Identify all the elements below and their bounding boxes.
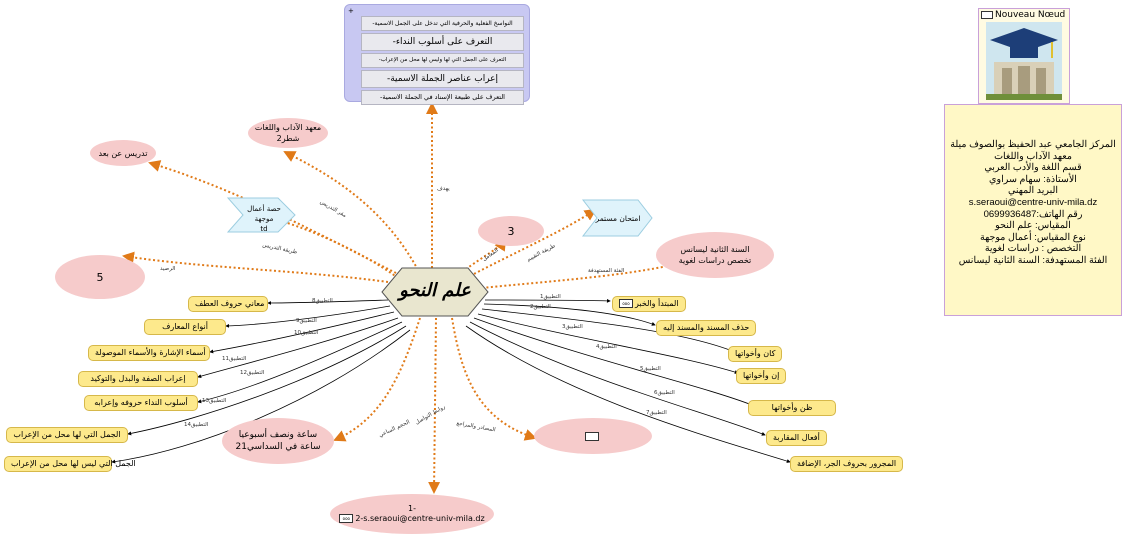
edge-label-target: الفئة المستهدفة bbox=[588, 268, 625, 274]
info-line: التخصص : دراسات لغوية bbox=[984, 243, 1082, 255]
left-item[interactable]: أسلوب النداء حروفه وإعرابه bbox=[84, 395, 198, 411]
node-icon bbox=[981, 10, 993, 19]
link-icon[interactable]: ooo bbox=[339, 514, 354, 523]
info-line: الفئة المستهدفة: السنة الثانية ليسانس bbox=[958, 254, 1108, 266]
edge-label-right: التطبيق1 bbox=[540, 294, 561, 300]
edge-label-right: التطبيق6 bbox=[654, 390, 675, 396]
td-chevron bbox=[226, 197, 296, 233]
edge-label-right: التطبيق2 bbox=[530, 304, 551, 310]
center-hexagon bbox=[381, 267, 489, 317]
goal-item: -التعرف على طبيعة الإسناد في الجملة الاس… bbox=[361, 90, 524, 105]
link-resources bbox=[451, 317, 537, 441]
five-node[interactable]: 5 bbox=[55, 255, 145, 299]
course-info-box[interactable]: المركز الجامعي عبد الحفيظ بوالصوف ميلة م… bbox=[944, 104, 1122, 316]
left-item[interactable]: معاني حروف العطف bbox=[188, 296, 268, 312]
info-line: الأستاذة: سهام سراوي bbox=[989, 173, 1077, 185]
link-icon[interactable]: ooo bbox=[619, 299, 633, 308]
graduation-cap-icon bbox=[986, 22, 1062, 100]
td-node[interactable]: حصة أعمال موجهة td bbox=[247, 205, 281, 233]
edge-label-goal: يهدف bbox=[437, 186, 450, 192]
exam-chevron bbox=[581, 199, 653, 237]
goal-item: -التعرف على أسلوب النداء bbox=[361, 33, 524, 51]
info-line: البريد المهني bbox=[1007, 185, 1059, 197]
link-institute bbox=[283, 151, 419, 271]
info-line: المقياس: علم النحو bbox=[995, 220, 1071, 232]
institute-node[interactable]: معهد الآداب واللغات شطر2 bbox=[248, 118, 328, 148]
edge-label-left: التطبيق12 bbox=[240, 370, 265, 376]
link-five bbox=[122, 251, 389, 283]
edge-label-left: التطبيق8 bbox=[312, 298, 333, 304]
info-line: معهد الآداب واللغات bbox=[994, 150, 1072, 162]
right-item[interactable]: حذف المسند والمسند إليه bbox=[656, 320, 757, 336]
resources-node[interactable] bbox=[534, 418, 652, 454]
exam-node[interactable]: امتحان مستمر bbox=[595, 214, 641, 223]
info-email[interactable]: s.seraoui@centre-univ-mila.dz bbox=[968, 196, 1098, 208]
goal-item: -النواسخ الفعلية والحرفية التي تدخل على … bbox=[361, 16, 524, 31]
left-item[interactable]: أنواع المعارف bbox=[144, 319, 226, 335]
goals-box[interactable]: + -النواسخ الفعلية والحرفية التي تدخل عل… bbox=[344, 4, 530, 105]
right-item[interactable]: المجرور بحروف الجر، الإضافة bbox=[790, 456, 904, 472]
right-item[interactable]: ظن وأخواتها bbox=[748, 400, 836, 416]
edge-label-left: التطبيق11 bbox=[222, 356, 247, 362]
info-line: نوع المقياس: أعمال موجهة bbox=[980, 231, 1086, 243]
edge-label-right: التطبيق5 bbox=[640, 366, 661, 372]
image-title: Nouveau Nœud bbox=[995, 10, 1066, 20]
link-exam bbox=[469, 208, 597, 277]
edge-label-left: التطبيق14 bbox=[184, 422, 209, 428]
info-line: رقم الهاتف:0699936487 bbox=[983, 208, 1083, 220]
info-line: المركز الجامعي عبد الحفيظ بوالصوف ميلة bbox=[950, 139, 1116, 150]
edge-label-right: التطبيق3 bbox=[562, 324, 583, 330]
link-contact bbox=[428, 317, 441, 494]
goal-item: -التعرف على الجمل التي لها وليس لها محل … bbox=[361, 53, 524, 68]
document-icon[interactable] bbox=[585, 431, 599, 441]
info-line: قسم اللغة والأدب العربي bbox=[984, 162, 1082, 174]
expand-icon[interactable]: + bbox=[348, 7, 354, 15]
target-node[interactable]: السنة الثانية ليسانس تخصص دراسات لغوية bbox=[656, 232, 774, 278]
right-item[interactable]: إن وأخواتها bbox=[736, 368, 787, 384]
three-node[interactable]: 3 bbox=[478, 216, 544, 246]
image-node[interactable]: Nouveau Nœud bbox=[978, 8, 1070, 104]
goal-item: -إعراب عناصر الجملة الاسمية bbox=[361, 70, 524, 88]
right-item[interactable]: كان وأخواتها bbox=[728, 346, 783, 362]
edge-label-five: الرصيد bbox=[160, 266, 176, 272]
edge-label-left: التطبيق13 bbox=[202, 398, 227, 404]
center-label[interactable]: علم النحو bbox=[399, 280, 471, 301]
left-item[interactable]: أسماء الإشارة والأسماء الموصولة bbox=[88, 345, 210, 361]
left-item[interactable]: إعراب الصفة والبدل والتوكيد bbox=[78, 371, 198, 387]
link-td bbox=[268, 214, 399, 279]
email-line-1: 1- bbox=[408, 504, 416, 513]
edge-label-right: التطبيق4 bbox=[596, 344, 617, 350]
left-item[interactable]: الجمل التي ليس لها محل من الإعراب bbox=[4, 456, 136, 472]
distance-node[interactable]: تدريس عن بعد bbox=[90, 140, 156, 166]
edge-label-right: التطبيق7 bbox=[646, 410, 667, 416]
edge-label-left: التطبيق10 bbox=[294, 330, 319, 336]
right-item[interactable]: أفعال المقاربة bbox=[766, 430, 827, 446]
left-item[interactable]: الجمل التي لها محل من الإعراب bbox=[6, 427, 128, 443]
hours-node[interactable]: ساعة ونصف أسبوعيا ساعة في السداسي21 bbox=[222, 418, 334, 464]
edge-label-left: التطبيق9 bbox=[296, 318, 317, 324]
